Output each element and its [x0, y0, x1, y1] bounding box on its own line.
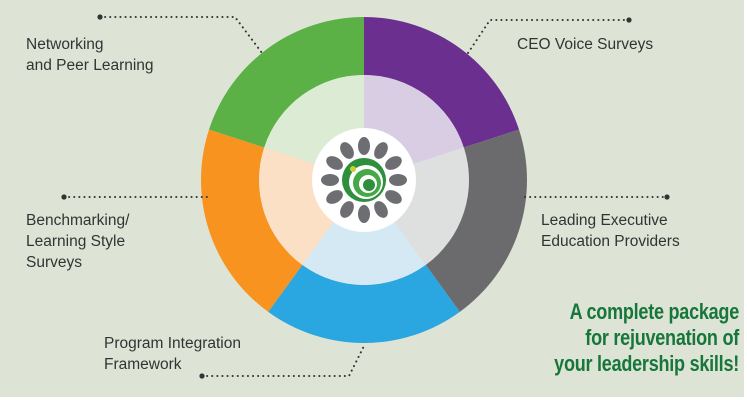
- segment-program: [268, 264, 460, 344]
- label-networking-line-1: Networking: [26, 36, 104, 53]
- tagline-line-2: for rejuvenation of: [585, 325, 739, 350]
- label-executive-line-2: Education Providers: [541, 233, 680, 250]
- label-executive: Leading Executive Education Providers: [541, 210, 680, 252]
- label-benchmarking-line-1: Benchmarking/: [26, 212, 130, 229]
- label-program: Program Integration Framework: [104, 333, 241, 375]
- leader-networking: [99, 16, 263, 54]
- lotus-spiral-logo: [321, 137, 407, 223]
- segment-benchmarking: [201, 129, 303, 312]
- label-benchmarking-line-3: Surveys: [26, 254, 82, 271]
- label-program-line-1: Program Integration: [104, 335, 241, 352]
- tagline: A complete package for rejuvenation of y…: [534, 299, 739, 377]
- label-benchmarking-line-2: Learning Style: [26, 233, 126, 250]
- segment-executive: [425, 129, 527, 312]
- segment-networking: [209, 17, 364, 148]
- inner-program: [302, 219, 426, 285]
- tagline-line-1: A complete package: [569, 299, 740, 324]
- leader-dots: [61, 14, 670, 379]
- outer-ring: [201, 17, 527, 344]
- inner-ring: [259, 75, 469, 285]
- inner-networking: [264, 75, 364, 165]
- leader-ceo: [467, 19, 630, 54]
- inner-benchmarking: [259, 147, 336, 265]
- tagline-line-3: your leadership skills!: [554, 351, 739, 376]
- label-networking: Networking and Peer Learning: [26, 34, 154, 76]
- label-executive-line-1: Leading Executive: [541, 212, 668, 229]
- leader-lines: [63, 16, 668, 377]
- label-ceo-line-1: CEO Voice Surveys: [517, 36, 654, 53]
- segment-ceo: [364, 17, 519, 148]
- leader-program: [201, 345, 365, 377]
- label-program-line-2: Framework: [104, 356, 182, 373]
- label-ceo: CEO Voice Surveys: [517, 34, 653, 55]
- label-networking-line-2: and Peer Learning: [26, 57, 154, 74]
- inner-executive: [392, 147, 469, 265]
- label-benchmarking: Benchmarking/ Learning Style Surveys: [26, 210, 129, 273]
- inner-ceo: [364, 75, 464, 165]
